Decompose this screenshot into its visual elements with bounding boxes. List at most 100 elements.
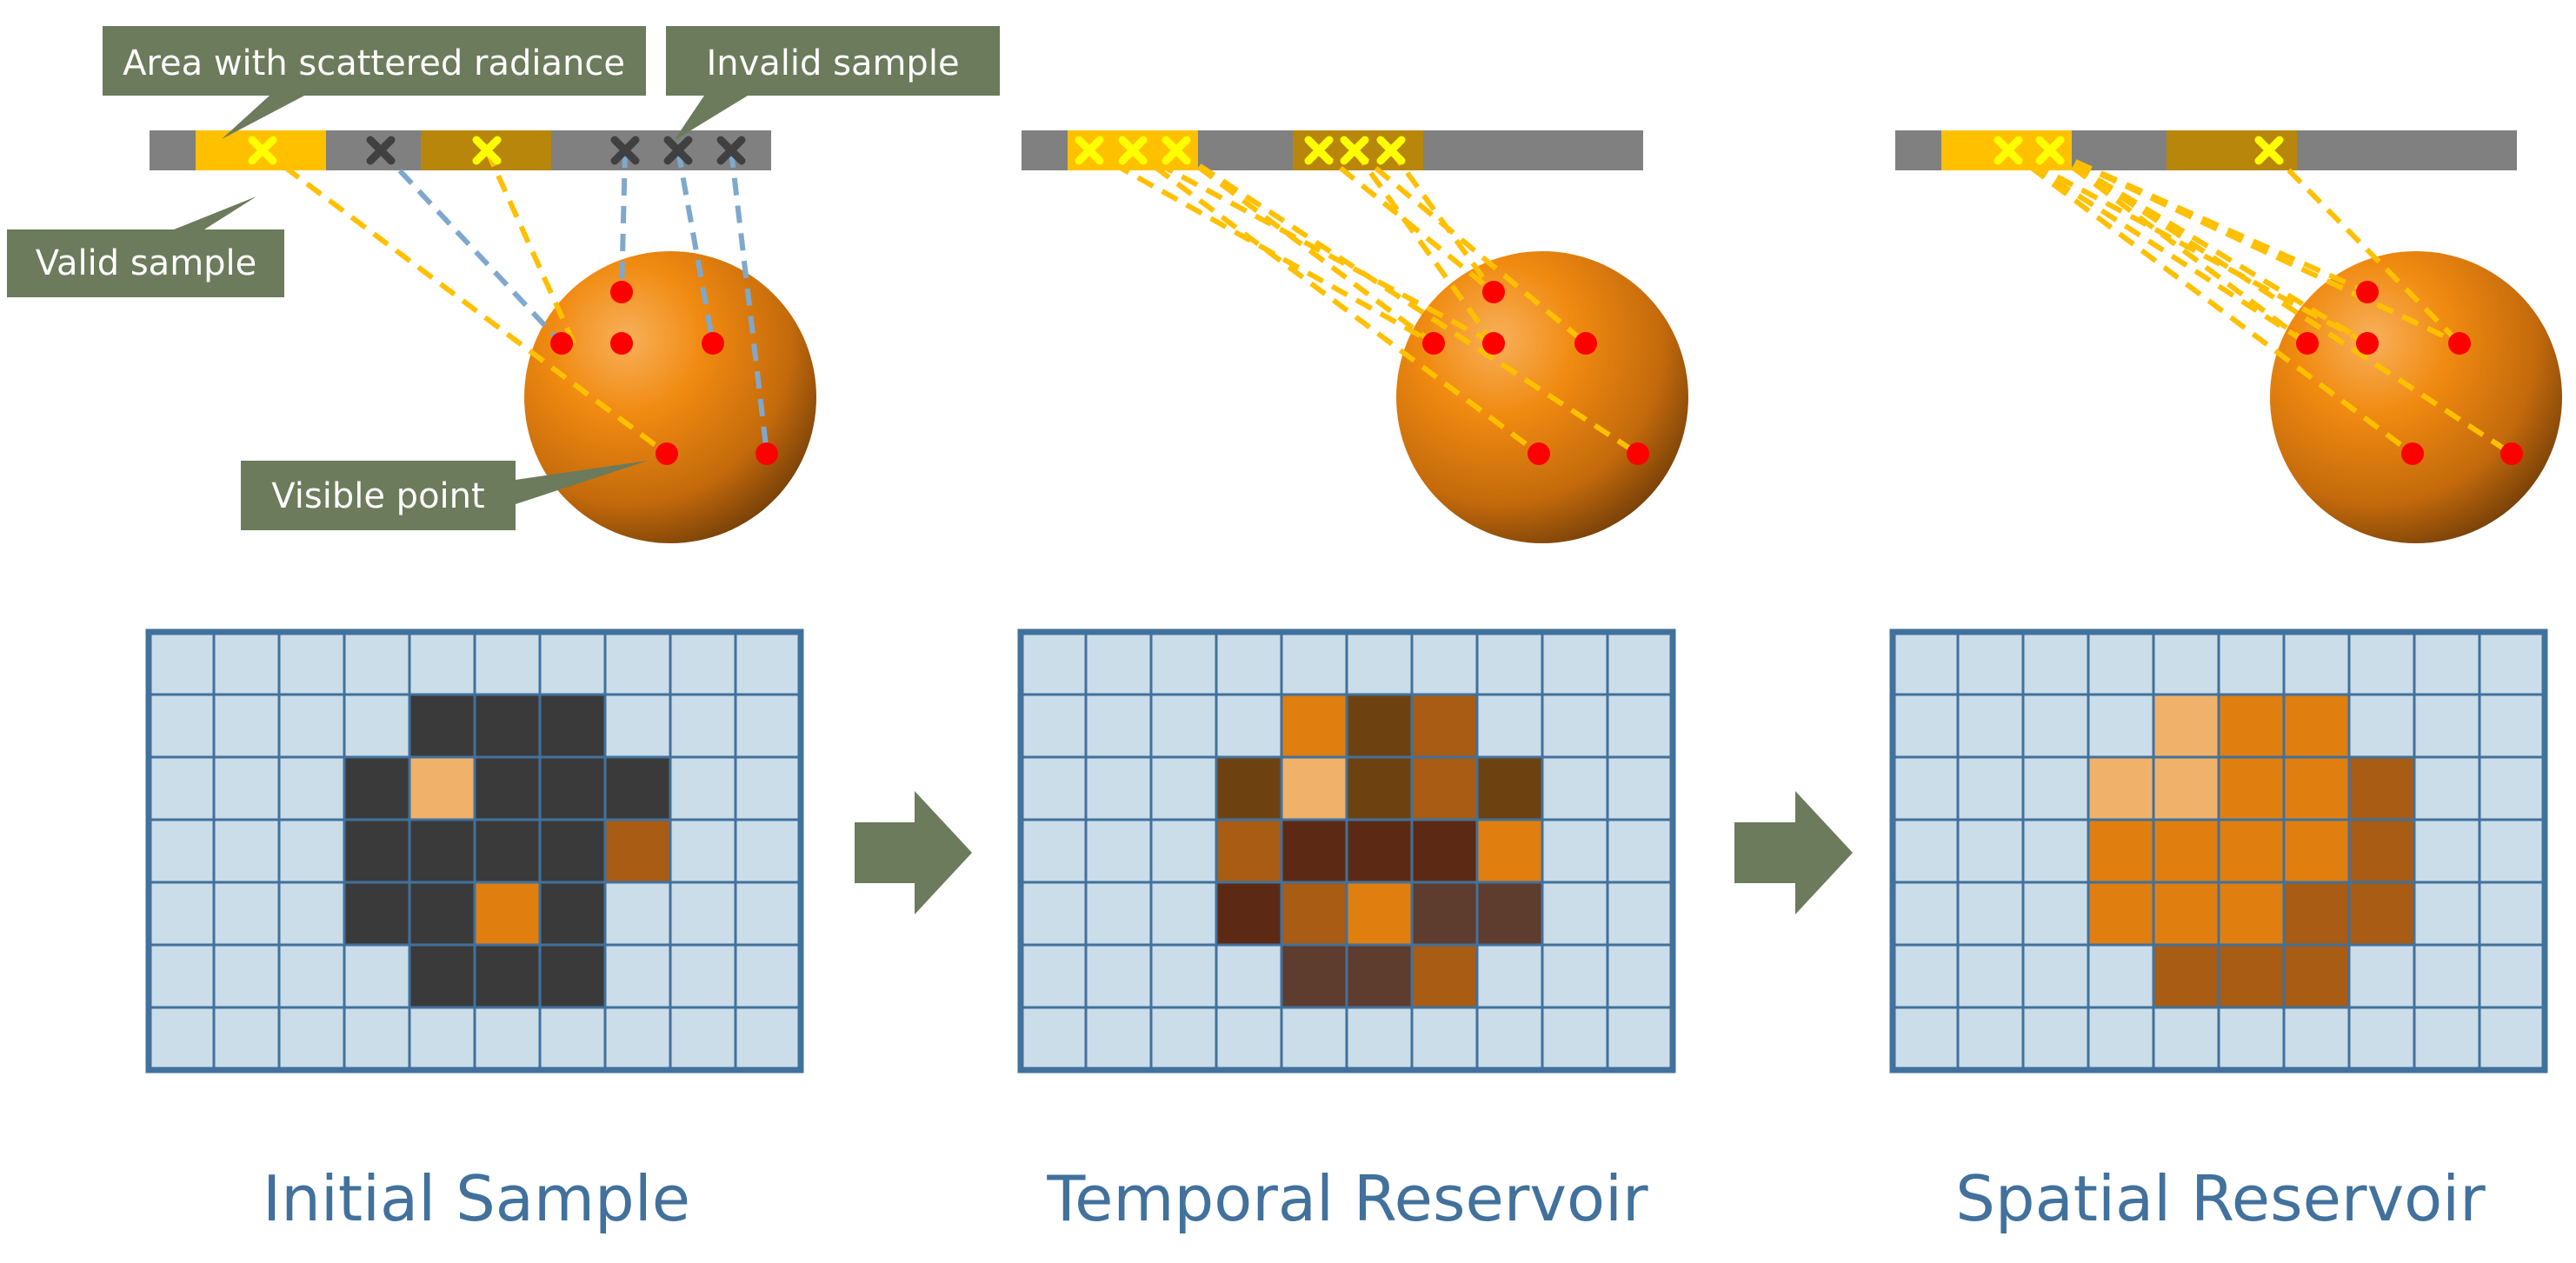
grid-cell xyxy=(408,1006,476,1072)
grid-cell xyxy=(1280,693,1348,759)
grid-cell xyxy=(1280,943,1348,1009)
grid-cell xyxy=(1606,818,1674,884)
grid-cell xyxy=(1606,755,1674,821)
grid-cell xyxy=(2087,1006,2155,1072)
valid-ray xyxy=(1131,148,1541,456)
grid-cell xyxy=(1891,943,1960,1009)
grid-cell xyxy=(1345,943,1414,1009)
grid-cell xyxy=(2217,755,2286,821)
dim-radiance-area xyxy=(2167,130,2297,170)
grid-cell xyxy=(2217,630,2286,696)
grid-cell xyxy=(2282,818,2351,884)
grid-cell xyxy=(2021,818,2090,884)
right-arrow-icon xyxy=(1734,791,1853,914)
grid-cell xyxy=(408,693,476,759)
temporal-reservoir-grid xyxy=(1017,628,1676,1074)
visible-point xyxy=(656,442,678,465)
grid-cell xyxy=(1475,943,1544,1009)
valid-ray xyxy=(1352,149,1496,345)
sample-rays xyxy=(2007,148,2513,456)
visible-point xyxy=(2401,442,2424,465)
grid-cell xyxy=(2282,881,2351,947)
grid-cell xyxy=(1019,818,1088,884)
grid-cell xyxy=(2152,943,2220,1009)
spatial-reservoir-grid xyxy=(1889,628,2548,1074)
grid-cell xyxy=(603,755,672,821)
grid-cell xyxy=(2282,693,2351,759)
grid-cell xyxy=(734,881,802,947)
visible-point xyxy=(2296,332,2319,355)
grid-cell xyxy=(277,881,346,947)
grid-cell xyxy=(1541,1006,1609,1072)
grid-cell xyxy=(1410,693,1479,759)
sample-rays xyxy=(1088,148,1640,456)
grid-cell xyxy=(1891,630,1960,696)
grid-cell xyxy=(538,943,607,1009)
grid-cell xyxy=(603,943,672,1009)
grid-cell xyxy=(1215,818,1283,884)
grid-cell xyxy=(538,693,607,759)
visible-points xyxy=(550,281,778,465)
grid-cell xyxy=(1475,693,1544,759)
valid-ray xyxy=(261,148,669,456)
grid-cell xyxy=(2478,693,2546,759)
grid-cell xyxy=(212,881,281,947)
grid-cell xyxy=(1280,1006,1348,1072)
grid-frame xyxy=(1889,628,2548,1074)
sphere xyxy=(1396,251,1688,543)
grid-cell xyxy=(212,693,281,759)
grid-cell xyxy=(2021,630,2090,696)
grid-cell xyxy=(2413,943,2481,1009)
grid-cell xyxy=(1345,881,1414,947)
grid-cell xyxy=(1280,630,1348,696)
grid-cell xyxy=(473,630,542,696)
grid-cell xyxy=(1345,755,1414,821)
grid-cell xyxy=(1215,943,1283,1009)
grid-cell xyxy=(1956,693,2025,759)
grid-cell xyxy=(1541,693,1609,759)
grid-cell xyxy=(408,818,476,884)
grid-cell xyxy=(2087,881,2155,947)
grid-cell xyxy=(1019,881,1088,947)
grid-cell xyxy=(2347,943,2416,1009)
grid-cell xyxy=(2347,881,2416,947)
grid-cell xyxy=(603,693,672,759)
grid-cell xyxy=(473,693,542,759)
valid-ray xyxy=(1388,149,1496,294)
grid-cell xyxy=(1956,881,2025,947)
grid-cell xyxy=(1149,755,1218,821)
grid-cell xyxy=(1956,755,2025,821)
valid-ray xyxy=(1175,148,1640,456)
visible-points xyxy=(2296,281,2523,465)
grid-cell xyxy=(669,943,737,1009)
visible-point xyxy=(702,332,724,355)
grid-cell xyxy=(1606,943,1674,1009)
valid-ray xyxy=(2048,148,2369,346)
grid-cell xyxy=(2152,755,2220,821)
valid-ray xyxy=(2007,148,2309,346)
valid-ray xyxy=(484,149,576,345)
grid-cell xyxy=(2021,755,2090,821)
grid-cell xyxy=(277,755,346,821)
panel-title-spatial: Spatial Reservoir xyxy=(1955,1162,2486,1235)
valid-sample-mark xyxy=(1340,136,1369,165)
grid-cell xyxy=(212,943,281,1009)
grid-cell xyxy=(2282,1006,2351,1072)
grid-cell xyxy=(1280,881,1348,947)
valid-sample-mark xyxy=(2035,136,2065,165)
grid-cell xyxy=(538,1006,607,1072)
grid-cell xyxy=(1084,943,1153,1009)
grid-cell xyxy=(473,818,542,884)
grid-cell xyxy=(669,818,737,884)
grid-cell xyxy=(277,943,346,1009)
grid-cell xyxy=(147,693,216,759)
grid-cell xyxy=(2413,693,2481,759)
visible-point xyxy=(2356,332,2379,355)
grid-cell xyxy=(2021,1006,2090,1072)
grid-cell xyxy=(147,630,216,696)
grid-cell xyxy=(1149,630,1218,696)
grid-cell xyxy=(343,755,411,821)
grid-cell xyxy=(212,818,281,884)
grid-cell xyxy=(1149,943,1218,1009)
